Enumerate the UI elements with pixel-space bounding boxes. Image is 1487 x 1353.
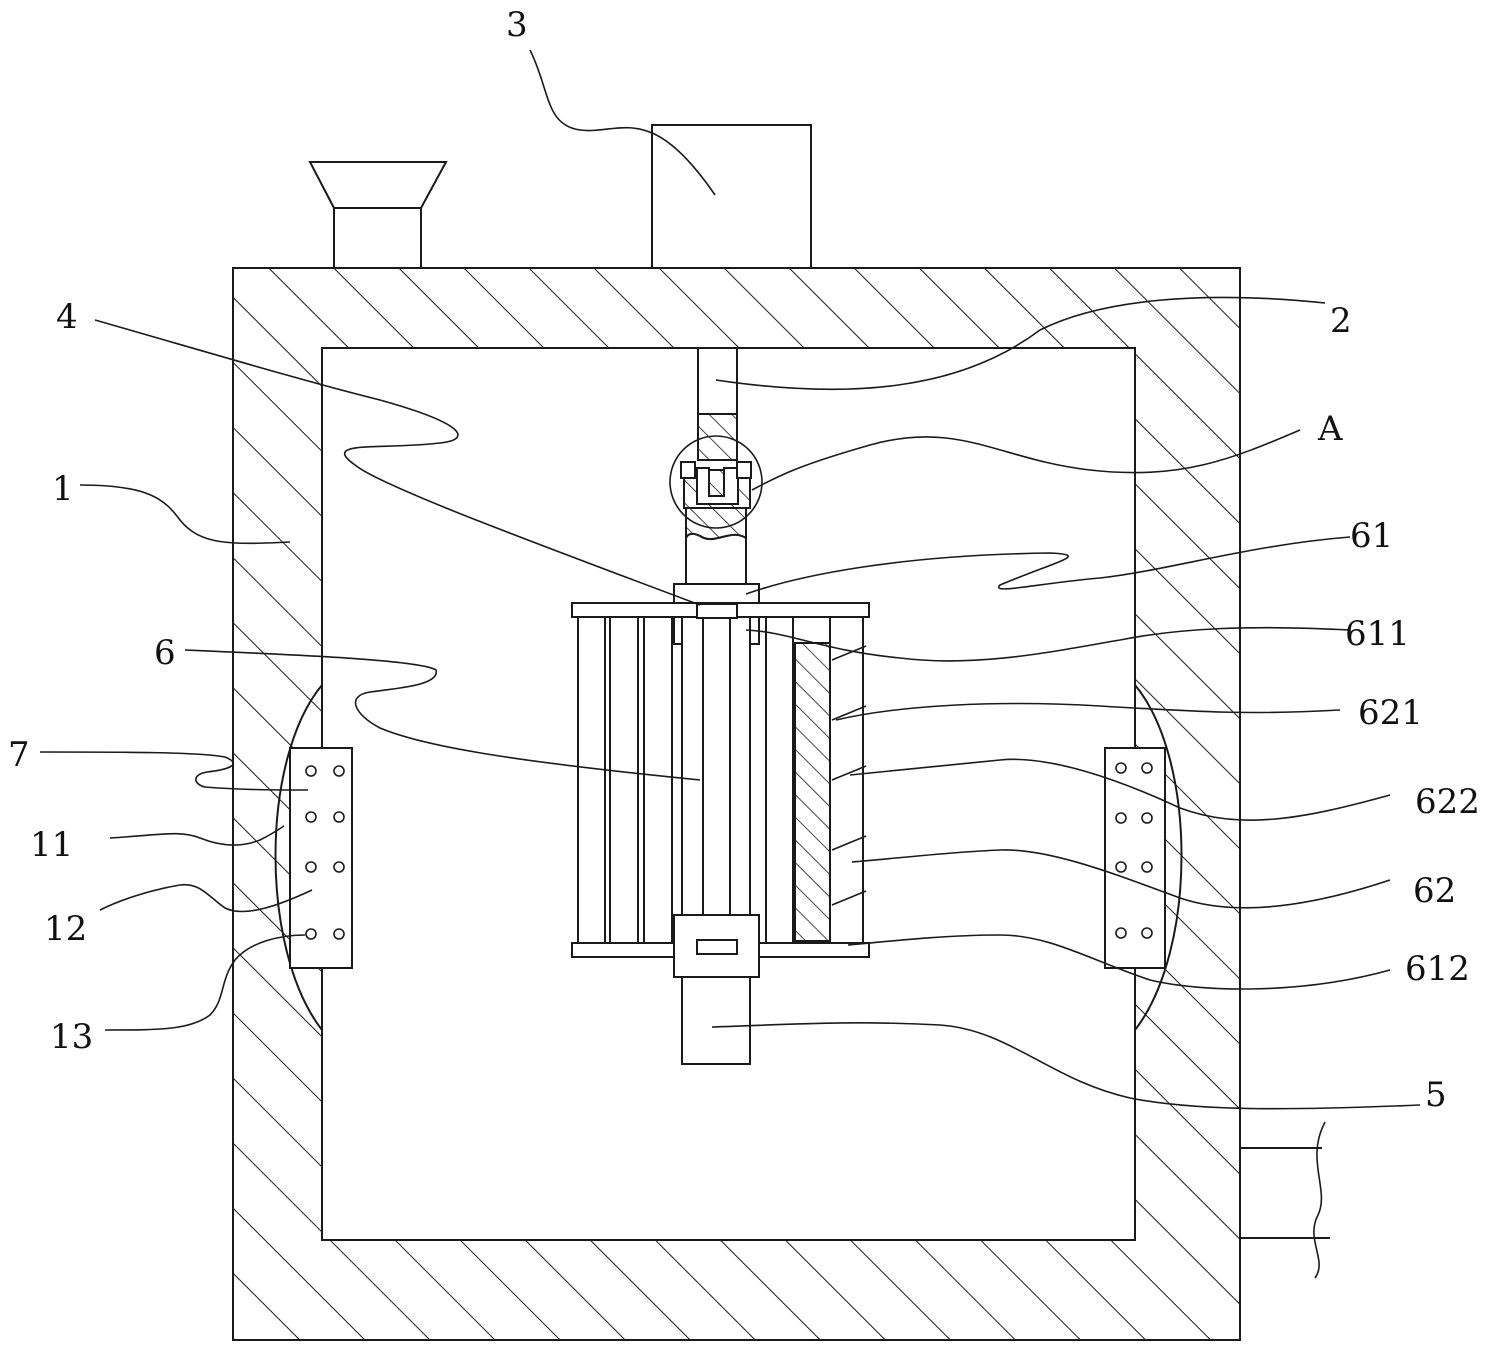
rod-end — [696, 939, 738, 955]
label-62: 62 — [1413, 871, 1456, 911]
right-heater-plate — [1104, 747, 1166, 969]
label-5: 5 — [1425, 1075, 1447, 1115]
coupling-detail — [669, 435, 763, 529]
reference-labels: 3 2 4 A 1 61 611 6 621 7 622 11 62 12 61… — [8, 5, 1480, 1115]
feed-hopper — [308, 161, 448, 269]
label-6: 6 — [154, 633, 176, 673]
stirring-frame — [571, 602, 870, 958]
left-heater-plate — [289, 747, 353, 969]
label-622: 622 — [1415, 782, 1480, 822]
label-612: 612 — [1405, 949, 1470, 989]
label-611: 611 — [1345, 614, 1410, 654]
scraper-teeth — [831, 645, 867, 906]
drive-shaft — [685, 347, 747, 586]
label-13: 13 — [50, 1017, 93, 1057]
scraper-blade — [794, 642, 831, 942]
label-621: 621 — [1358, 693, 1423, 733]
label-3: 3 — [506, 5, 528, 45]
label-61: 61 — [1350, 516, 1393, 556]
label-1: 1 — [52, 469, 74, 509]
left-bulge — [274, 684, 323, 1031]
label-11: 11 — [30, 825, 73, 865]
motor-box — [651, 124, 812, 269]
right-bulge — [1134, 684, 1183, 1031]
label-12: 12 — [44, 909, 87, 949]
label-7: 7 — [8, 735, 30, 775]
discharge-pipe — [1240, 1121, 1330, 1279]
lower-support — [681, 976, 751, 1065]
leader-lines — [39, 49, 1421, 1110]
label-2: 2 — [1330, 301, 1352, 341]
label-A: A — [1317, 409, 1343, 449]
center-rod — [681, 603, 751, 943]
label-4: 4 — [56, 297, 78, 337]
